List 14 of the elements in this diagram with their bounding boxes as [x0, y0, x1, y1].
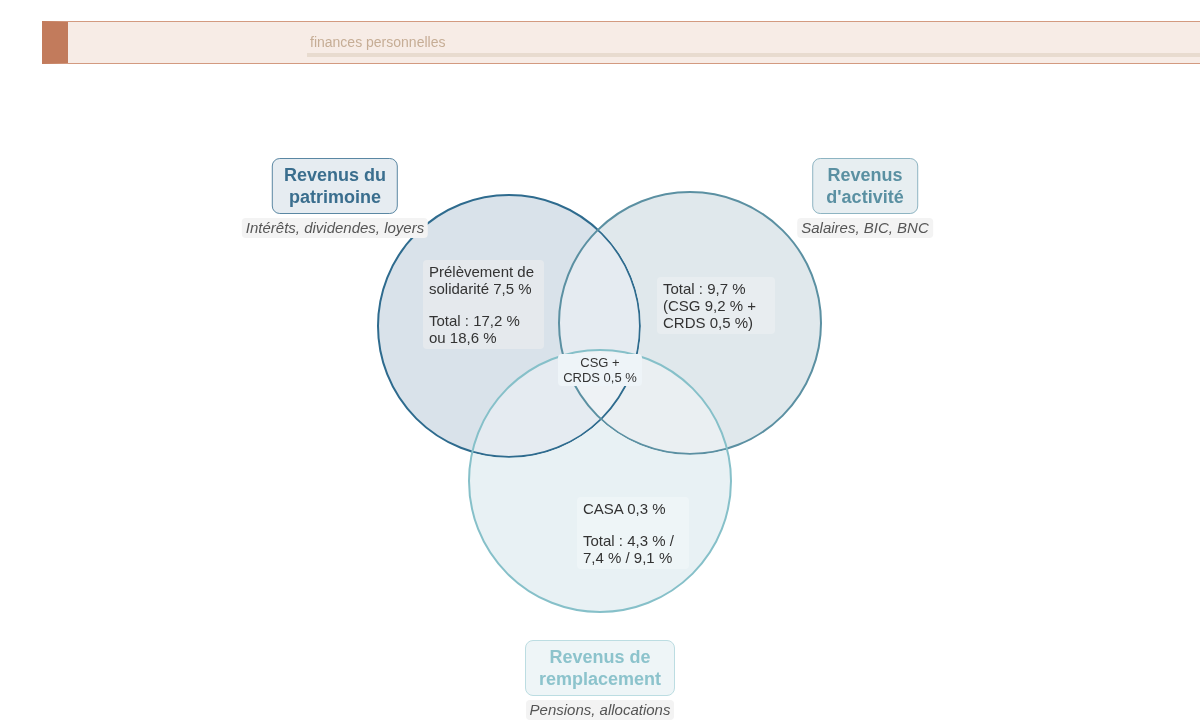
- category-box: Revenus de remplacement: [525, 640, 675, 696]
- category-box: Revenus du patrimoine: [272, 158, 398, 214]
- note-text: CASA 0,3 %: [583, 500, 667, 517]
- note-text: Prélèvement de solidarité 7,5 %: [429, 263, 536, 297]
- caption-text: Salaires, BIC, BNC: [797, 218, 933, 238]
- note-text: Total : 17,2 % ou 18,6 %: [429, 312, 521, 346]
- caption-text: Intérêts, dividendes, loyers: [241, 218, 429, 238]
- note-text: Total : 4,3 % / 7,4 % / 9,1 %: [583, 532, 675, 566]
- note-text: Total : 9,7 % (CSG 9,2 % + CRDS 0,5 %): [663, 280, 757, 331]
- caption-text: Pensions, allocations: [525, 700, 675, 720]
- overlap-label: CSG + CRDS 0,5 %: [558, 354, 642, 386]
- header-tagline: finances personnelles: [310, 33, 446, 51]
- category-box: Revenus d'activité: [812, 158, 918, 214]
- venn-circle: [468, 349, 732, 613]
